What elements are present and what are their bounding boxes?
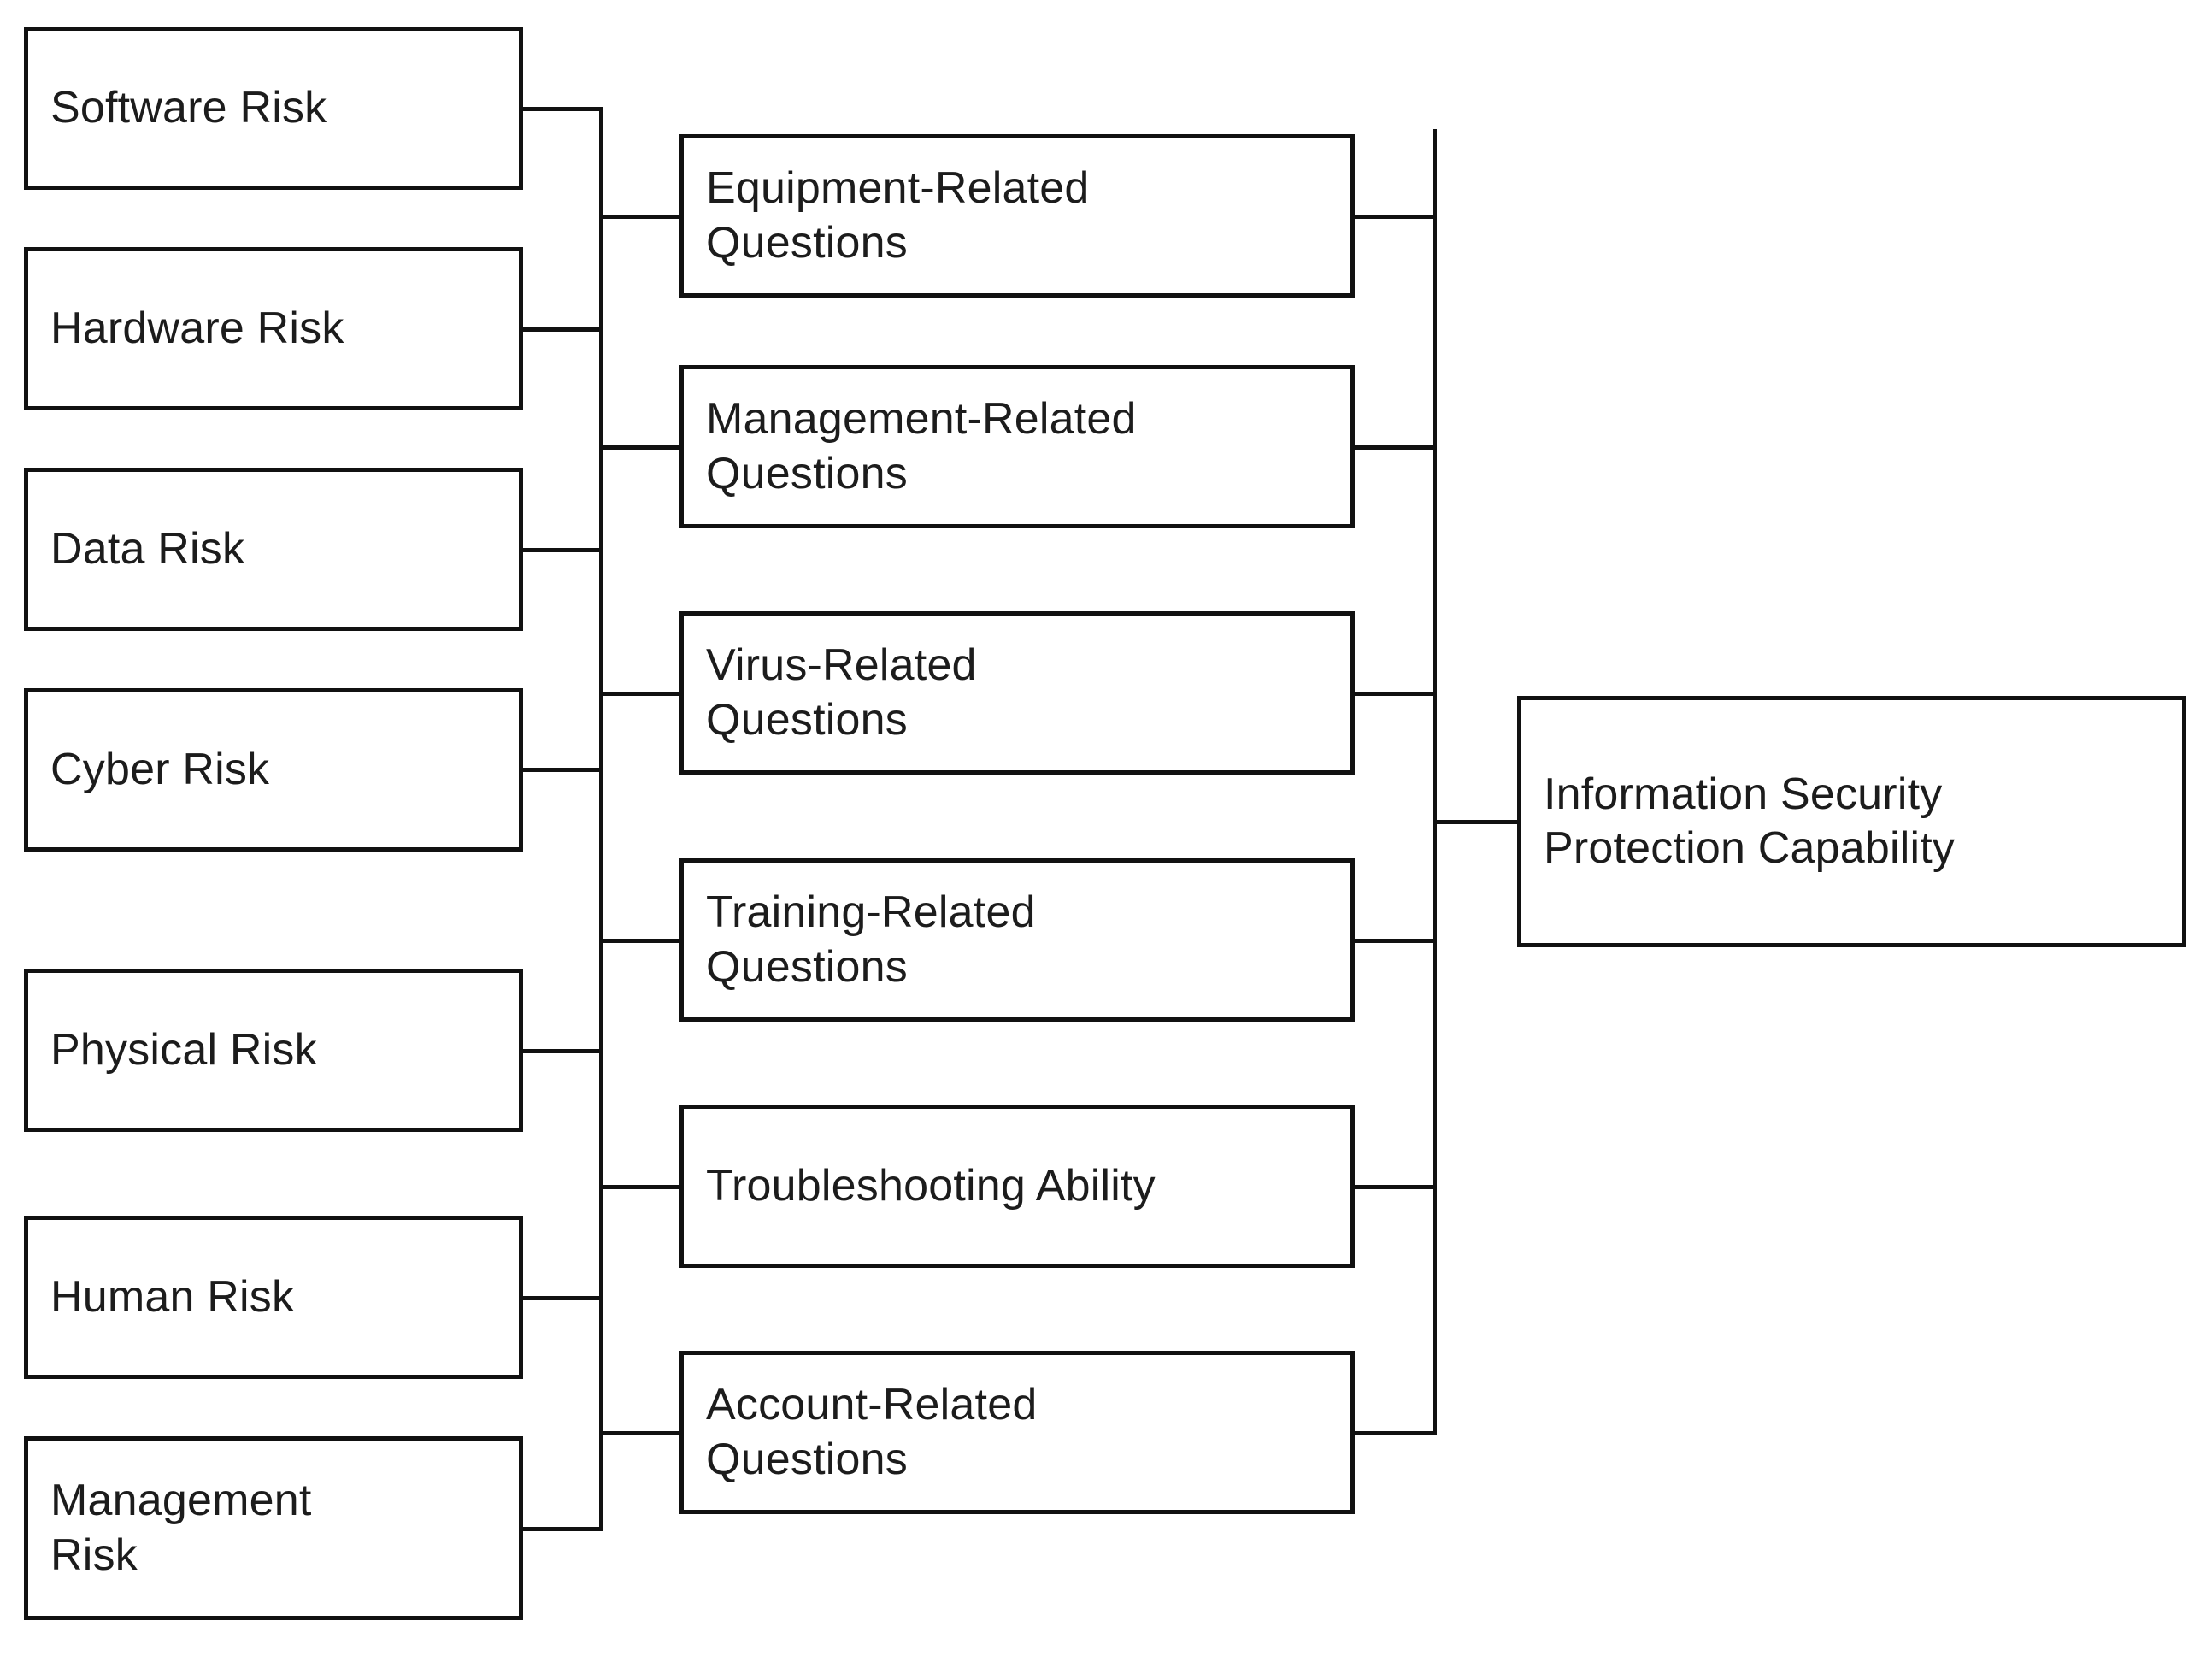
node-label: Data Risk: [50, 523, 245, 574]
node-label: Cyber Risk: [50, 744, 270, 794]
edge-human-risk-stub: [521, 1296, 603, 1300]
node-label: Management-Related Questions: [706, 394, 1137, 498]
edge-training-questions-out: [1353, 939, 1437, 943]
edge-virus-questions-in: [599, 692, 683, 696]
edge-troubleshooting-out: [1353, 1185, 1437, 1189]
edge-data-risk-stub: [521, 548, 603, 552]
edge-equipment-questions-in: [599, 215, 683, 219]
edge-hardware-risk-stub: [521, 327, 603, 332]
node-label: Information Security Protection Capabili…: [1544, 769, 1956, 873]
node-management-related-questions[interactable]: Management-Related Questions: [679, 365, 1355, 528]
node-hardware-risk[interactable]: Hardware Risk: [24, 247, 523, 410]
node-label: Human Risk: [50, 1271, 295, 1322]
node-human-risk[interactable]: Human Risk: [24, 1216, 523, 1379]
edge-right-bus: [1433, 129, 1437, 1435]
node-label: Physical Risk: [50, 1024, 317, 1075]
edge-cyber-risk-stub: [521, 768, 603, 772]
node-software-risk[interactable]: Software Risk: [24, 27, 523, 190]
edge-virus-questions-out: [1353, 692, 1437, 696]
node-label: Account-Related Questions: [706, 1380, 1038, 1484]
edge-left-bus: [599, 107, 603, 1531]
node-cyber-risk[interactable]: Cyber Risk: [24, 688, 523, 852]
node-data-risk[interactable]: Data Risk: [24, 468, 523, 631]
node-physical-risk[interactable]: Physical Risk: [24, 969, 523, 1132]
edge-software-risk-stub: [521, 107, 603, 111]
node-label: Troubleshooting Ability: [706, 1160, 1156, 1211]
node-label: Training-Related Questions: [706, 887, 1036, 992]
edge-management-questions-out: [1353, 445, 1437, 450]
edge-account-questions-in: [599, 1431, 683, 1435]
edge-training-questions-in: [599, 939, 683, 943]
edge-account-questions-out: [1353, 1431, 1437, 1435]
edge-capability-in: [1433, 820, 1520, 824]
edge-equipment-questions-out: [1353, 215, 1437, 219]
edge-physical-risk-stub: [521, 1049, 603, 1053]
node-label: Software Risk: [50, 82, 327, 133]
node-equipment-related-questions[interactable]: Equipment-Related Questions: [679, 134, 1355, 298]
node-information-security-protection-capability[interactable]: Information Security Protection Capabili…: [1517, 696, 2186, 947]
edge-management-risk-stub: [521, 1527, 603, 1531]
node-training-related-questions[interactable]: Training-Related Questions: [679, 858, 1355, 1022]
node-virus-related-questions[interactable]: Virus-Related Questions: [679, 611, 1355, 775]
edge-troubleshooting-in: [599, 1185, 683, 1189]
node-label: Virus-Related Questions: [706, 640, 977, 745]
node-management-risk[interactable]: Management Risk: [24, 1436, 523, 1620]
edge-management-questions-in: [599, 445, 683, 450]
node-troubleshooting-ability[interactable]: Troubleshooting Ability: [679, 1105, 1355, 1268]
node-account-related-questions[interactable]: Account-Related Questions: [679, 1351, 1355, 1514]
node-label: Management Risk: [50, 1476, 312, 1580]
node-label: Hardware Risk: [50, 303, 344, 353]
node-label: Equipment-Related Questions: [706, 163, 1090, 268]
